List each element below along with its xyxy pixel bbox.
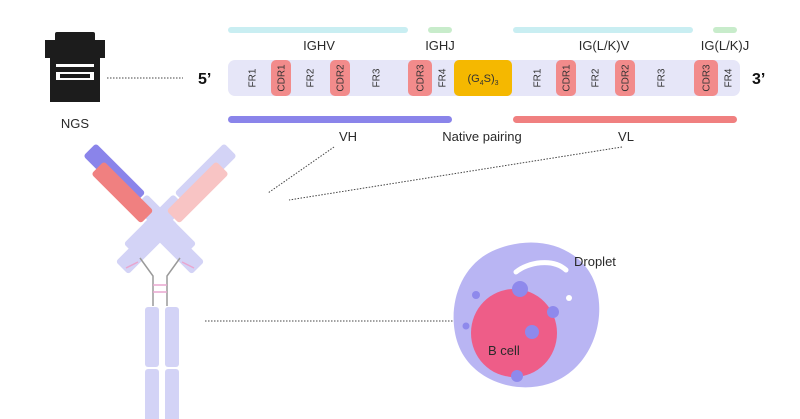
light-cdr1-label: CDR1	[562, 64, 573, 92]
antibody-illustration	[84, 144, 236, 419]
light-fr4-label: FR4	[724, 68, 735, 87]
heavy-fr3-label: FR3	[372, 68, 383, 87]
vh-bar	[228, 116, 452, 123]
light-cdr1-block	[556, 60, 576, 96]
vl-label: VL	[618, 129, 634, 144]
fc-left-lower	[145, 369, 159, 419]
organelle-left	[472, 291, 480, 299]
droplet-highlight	[513, 260, 569, 275]
g4s3-linker-label: (G4S)3	[467, 73, 498, 87]
ighv-bar	[228, 27, 408, 33]
heavy-cdr1-label: CDR1	[277, 64, 288, 92]
native-pairing-label: Native pairing	[442, 129, 522, 144]
vl-domain	[92, 162, 153, 223]
fc-right-lower	[165, 369, 179, 419]
droplet-highlight-dot	[566, 295, 572, 301]
heavy-fr4-label: FR4	[438, 68, 449, 87]
ighj-bar	[428, 27, 452, 33]
fc-right-upper	[165, 307, 179, 367]
vh-connector-line	[267, 146, 335, 194]
fc-left-upper	[145, 307, 159, 367]
left-light-heavy-bond	[125, 261, 139, 269]
iglkv-bar	[513, 27, 693, 33]
organelle-center	[525, 325, 539, 339]
organelle-far-left	[462, 322, 470, 330]
organelle-right	[547, 306, 559, 318]
light-fr3-label: FR3	[657, 68, 668, 87]
right-hinge	[166, 257, 181, 306]
droplet-illustration	[453, 242, 600, 388]
heavy-segments: FR1 CDR1 FR2 CDR2 FR3 CDR3 FR4	[248, 60, 449, 96]
ngs-label: NGS	[61, 116, 90, 131]
ngs-printer-icon	[45, 32, 105, 102]
vl-connector-line	[288, 146, 623, 201]
bcell-label: B cell	[488, 343, 520, 358]
right-light-heavy-bond	[181, 261, 195, 269]
vh-label: VH	[339, 129, 357, 144]
organelle-bottom	[511, 370, 523, 382]
heavy-cdr2-block	[330, 60, 350, 96]
left-hinge	[139, 257, 154, 306]
bcell-shape	[471, 289, 557, 377]
light-cdr3-block	[694, 60, 718, 96]
light-cdr2-block	[615, 60, 635, 96]
heavy-cdr2-label: CDR2	[336, 64, 347, 92]
ighj-label: IGHJ	[425, 38, 455, 53]
ighv-label: IGHV	[303, 38, 335, 53]
heavy-fr2-label: FR2	[306, 68, 317, 87]
light-cdr3-label: CDR3	[702, 64, 713, 92]
iglkj-bar	[713, 27, 737, 33]
droplet-label: Droplet	[574, 254, 616, 269]
iglkj-label: IG(L/K)J	[701, 38, 749, 53]
iglkv-label: IG(L/K)V	[579, 38, 630, 53]
heavy-fr1-label: FR1	[248, 68, 259, 87]
light-cdr2-label: CDR2	[621, 64, 632, 92]
organelle-top	[512, 281, 528, 297]
five-prime-label: 5’	[198, 71, 211, 88]
light-fr1-label: FR1	[533, 68, 544, 87]
heavy-cdr3-label: CDR3	[416, 64, 427, 92]
vl-bar	[513, 116, 737, 123]
light-fr2-label: FR2	[591, 68, 602, 87]
heavy-cdr3-block	[408, 60, 432, 96]
g4s3-linker-block	[454, 60, 512, 96]
light-segments: FR1 CDR1 FR2 CDR2 FR3 CDR3 FR4	[533, 60, 735, 96]
three-prime-label: 3’	[752, 71, 765, 88]
heavy-cdr1-block	[271, 60, 291, 96]
right-light-arm	[92, 162, 204, 274]
